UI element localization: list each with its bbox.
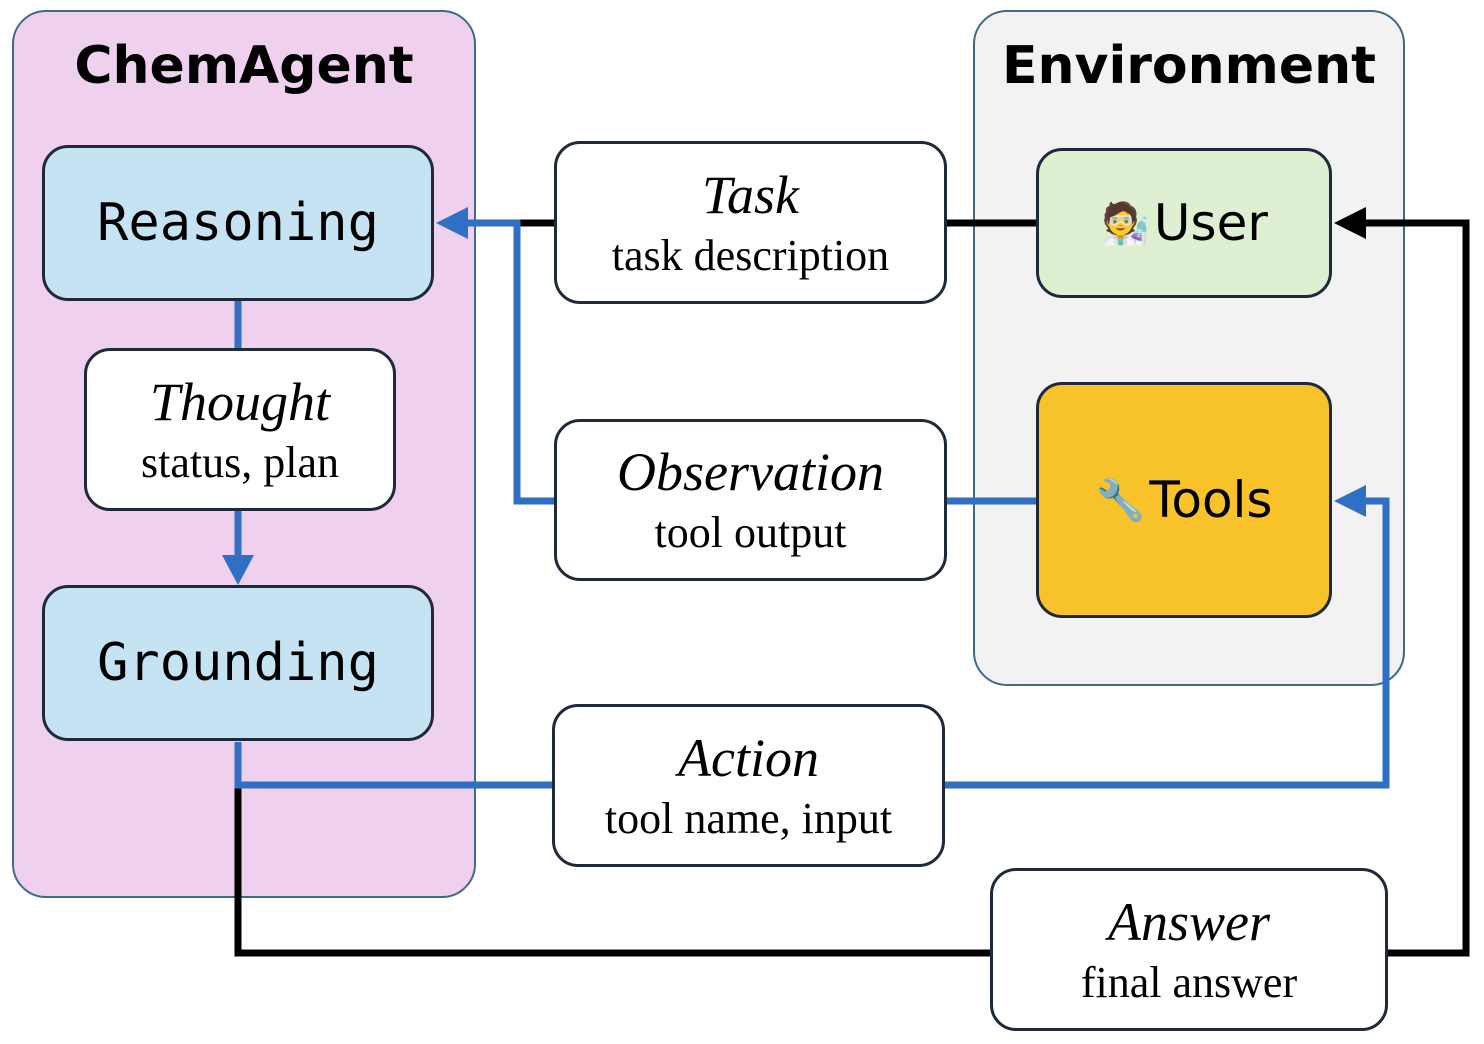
- thought-desc: status, plan: [141, 437, 339, 487]
- task-box: Task task description: [554, 141, 947, 304]
- answer-desc: final answer: [1080, 957, 1298, 1007]
- answer-title: Answer: [1108, 891, 1270, 952]
- reasoning-arrowhead: [436, 207, 468, 239]
- thought-title: Thought: [149, 371, 331, 432]
- grounding-arrowhead: [222, 555, 254, 585]
- user-box: 🧑‍🔬 User: [1036, 148, 1332, 298]
- user-label: User: [1153, 194, 1268, 252]
- grounding-label: Grounding: [97, 633, 379, 693]
- thought-box: Thought status, plan: [84, 348, 396, 511]
- wrench-icon: 🔧: [1095, 477, 1146, 524]
- chemagent-title: ChemAgent: [74, 36, 414, 96]
- grounding-module: Grounding: [42, 585, 434, 741]
- reasoning-label: Reasoning: [97, 193, 379, 253]
- scientist-icon: 🧑‍🔬: [1100, 200, 1150, 247]
- environment-title: Environment: [1002, 36, 1376, 96]
- action-title: Action: [678, 727, 819, 788]
- observation-title: Observation: [617, 442, 884, 503]
- action-box: Action tool name, input: [552, 704, 945, 867]
- tools-box: 🔧 Tools: [1036, 382, 1332, 618]
- task-desc: task description: [611, 230, 890, 280]
- observation-desc: tool output: [654, 508, 847, 558]
- answer-box: Answer final answer: [990, 868, 1388, 1031]
- task-title: Task: [701, 164, 800, 225]
- tools-label: Tools: [1149, 471, 1273, 529]
- user-arrowhead: [1334, 207, 1366, 239]
- observation-box: Observation tool output: [554, 419, 947, 581]
- answer-flow-line: [234, 219, 1470, 957]
- tools-arrowhead: [1334, 485, 1366, 517]
- action-desc: tool name, input: [604, 793, 893, 843]
- reasoning-module: Reasoning: [42, 145, 434, 301]
- action-flow-line: [234, 497, 1390, 789]
